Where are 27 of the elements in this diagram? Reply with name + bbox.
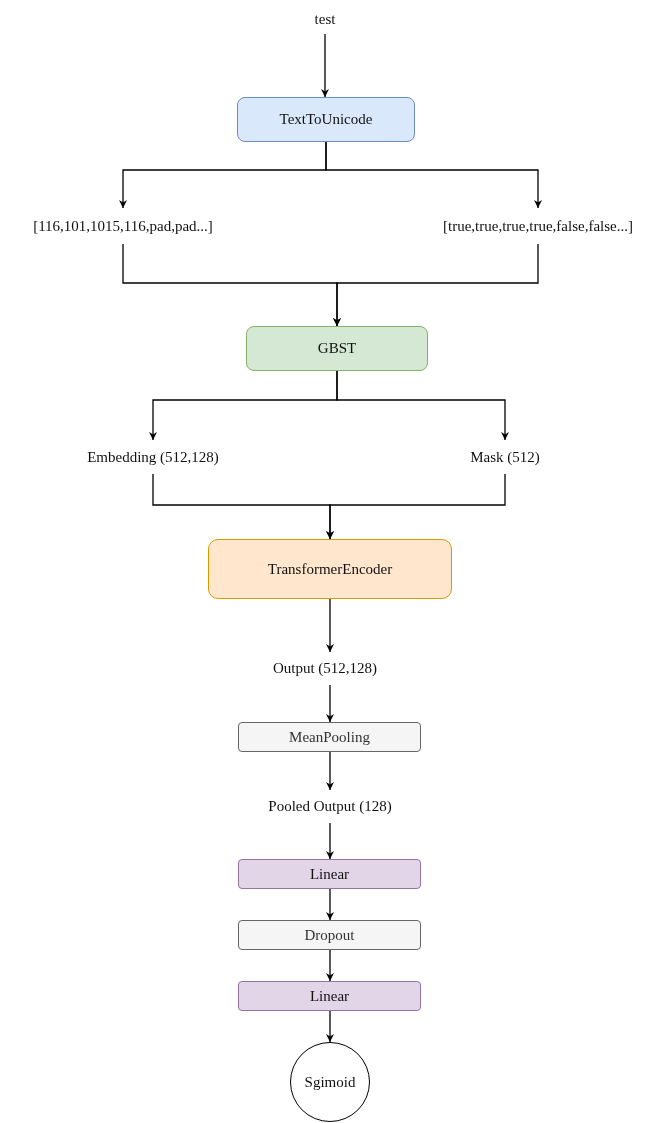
arrow xyxy=(326,473,506,540)
process-box: Dropout xyxy=(238,920,421,950)
tensor-text: Output (512,128) xyxy=(240,652,410,685)
arrow xyxy=(326,1010,334,1043)
arrow xyxy=(326,822,334,860)
process-box: GBST xyxy=(246,326,428,371)
arrow xyxy=(326,888,334,921)
process-box: TransformerEncoder xyxy=(208,539,452,599)
arrow xyxy=(326,949,334,982)
tensor-text: Embedding (512,128) xyxy=(60,440,246,474)
token-list-text: [116,101,1015,116,pad,pad...] xyxy=(8,208,238,244)
process-box: Linear xyxy=(238,981,421,1011)
input-text: test xyxy=(295,4,355,34)
process-box: MeanPooling xyxy=(238,722,421,752)
arrow xyxy=(325,141,542,209)
arrow xyxy=(336,370,509,441)
arrow xyxy=(333,243,539,327)
process-box: TextToUnicode xyxy=(237,97,415,142)
tensor-text: Pooled Output (128) xyxy=(230,790,430,823)
arrow xyxy=(326,598,334,653)
mask-list-text: [true,true,true,true,false,false...] xyxy=(410,208,663,244)
sigmoid-circle: Sgimoid xyxy=(290,1042,370,1122)
tensor-text: Mask (512) xyxy=(450,440,560,474)
arrow xyxy=(326,751,334,791)
arrow xyxy=(321,33,329,98)
arrow xyxy=(326,684,334,723)
process-box: Linear xyxy=(238,859,421,889)
